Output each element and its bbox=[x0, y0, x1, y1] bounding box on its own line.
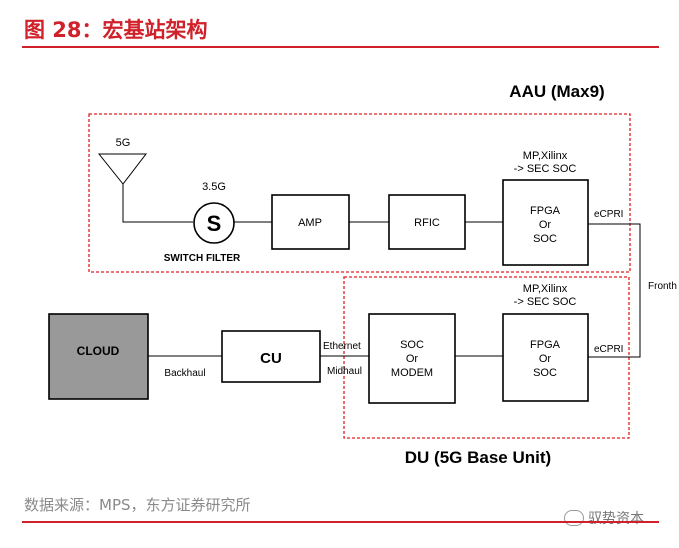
du-vendor-line2: -> SEC SOC bbox=[514, 296, 577, 308]
aau-fpga-block bbox=[502, 179, 589, 266]
du-soc-line3: MODEM bbox=[391, 367, 433, 379]
backhaul-label: Backhaul bbox=[164, 368, 205, 379]
du-fpga-line1: FPGA bbox=[530, 339, 561, 351]
antenna-feed-line bbox=[122, 184, 193, 223]
du-ecpri-label: eCPRI bbox=[594, 344, 623, 355]
ethernet-label: Ethernet bbox=[323, 341, 361, 352]
aau-region bbox=[88, 113, 631, 273]
amp-label: AMP bbox=[298, 217, 322, 229]
rfic-label: RFIC bbox=[414, 217, 440, 229]
du-soc-line2: Or bbox=[406, 353, 419, 365]
du-title: DU (5G Base Unit) bbox=[405, 448, 551, 467]
cu-label: CU bbox=[260, 350, 282, 367]
midhaul-label: Midhaul bbox=[327, 366, 362, 377]
switch-filter-symbol: S bbox=[207, 211, 222, 236]
amp-block bbox=[271, 194, 350, 250]
du-soc-block bbox=[368, 313, 456, 404]
aau-fpga-line1: FPGA bbox=[530, 205, 561, 217]
aau-fpga-line3: SOC bbox=[533, 233, 557, 245]
du-vendor-line1: MP,Xilinx bbox=[523, 283, 568, 295]
filter-freq-label: 3.5G bbox=[202, 181, 226, 193]
rfic-block bbox=[388, 194, 466, 250]
antenna-icon bbox=[97, 153, 148, 185]
aau-ecpri-label: eCPRI bbox=[594, 209, 623, 220]
cu-block bbox=[221, 330, 321, 383]
aau-vendor-line2: -> SEC SOC bbox=[514, 163, 577, 175]
cloud-block bbox=[48, 313, 149, 400]
source-note: 数据来源：MPS，东方证券研究所 bbox=[24, 496, 251, 514]
du-fpga-block bbox=[502, 313, 589, 402]
switch-filter-label: SWITCH FILTER bbox=[164, 253, 241, 264]
fronthaul-label: Fronth bbox=[648, 281, 677, 292]
switch-filter-icon bbox=[193, 202, 235, 244]
aau-title: AAU (Max9) bbox=[509, 82, 604, 101]
aau-vendor-line1: MP,Xilinx bbox=[523, 150, 568, 162]
watermark: 驭势资本 bbox=[564, 508, 644, 528]
du-fpga-line2: Or bbox=[539, 353, 552, 365]
figure-title: 图 28：宏基站架构 bbox=[24, 18, 208, 42]
du-soc-line1: SOC bbox=[400, 339, 424, 351]
cloud-label: CLOUD bbox=[77, 344, 120, 358]
watermark-text: 驭势资本 bbox=[588, 511, 644, 527]
aau-fpga-line2: Or bbox=[539, 219, 552, 231]
du-fpga-line3: SOC bbox=[533, 367, 557, 379]
wechat-icon bbox=[564, 510, 584, 526]
bottom-rule bbox=[22, 521, 659, 523]
top-rule bbox=[22, 46, 659, 48]
fronthaul-line bbox=[588, 223, 641, 358]
antenna-label: 5G bbox=[116, 137, 131, 149]
